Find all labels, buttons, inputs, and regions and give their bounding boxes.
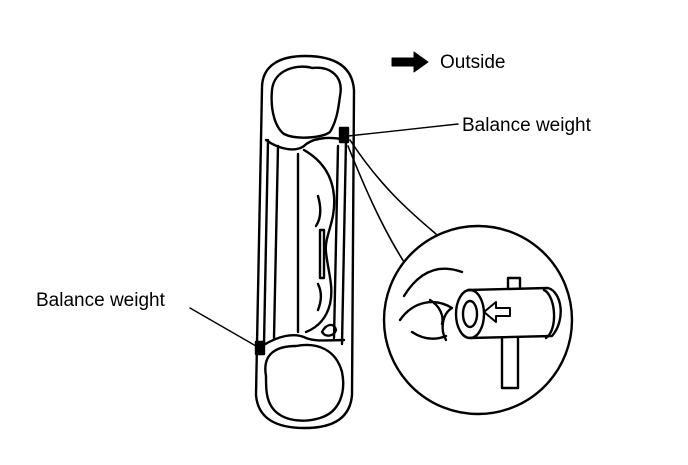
balance-weight-label-left: Balance weight: [36, 290, 165, 311]
detail-callout-line-a: [348, 146, 404, 262]
detail-callout-line-b: [350, 140, 436, 234]
outside-label: Outside: [440, 52, 506, 73]
leader-line-left: [190, 308, 256, 346]
disc-detail: [316, 196, 321, 310]
rim-wall-right: [342, 140, 346, 344]
wheel-disc-offset: [304, 150, 334, 332]
disc-slot: [320, 230, 324, 278]
balance-weight-top-marker: [340, 128, 348, 142]
rim-wall-inner-right: [334, 146, 338, 338]
clip-cylinder-end-inner: [463, 301, 477, 327]
rim-flange-bottom: [262, 335, 344, 346]
balance-weight-label-right: Balance weight: [462, 115, 591, 136]
upper-tire-section: [272, 67, 341, 138]
detail-circle: [384, 226, 572, 414]
right-arrow-icon: [392, 52, 428, 72]
tire-outline: [256, 56, 354, 428]
clip-cylinder: [468, 288, 561, 338]
rim-wall-left: [264, 140, 268, 344]
detail-rim-lip: [400, 269, 462, 340]
rim-flange-top: [266, 138, 346, 149]
clip-tab: [508, 278, 520, 288]
left-arrow-icon: [484, 302, 510, 322]
rim-wall-inner-left: [274, 146, 278, 338]
detail-weight-clip: [400, 269, 561, 388]
clip-right-end: [544, 290, 554, 338]
lower-tire-section: [265, 345, 343, 421]
valve-stem: [322, 325, 336, 336]
clip-stem: [502, 338, 518, 388]
balance-weight-bottom-marker: [256, 342, 264, 354]
clip-cylinder-end: [456, 290, 484, 338]
leader-line-right: [348, 124, 458, 136]
